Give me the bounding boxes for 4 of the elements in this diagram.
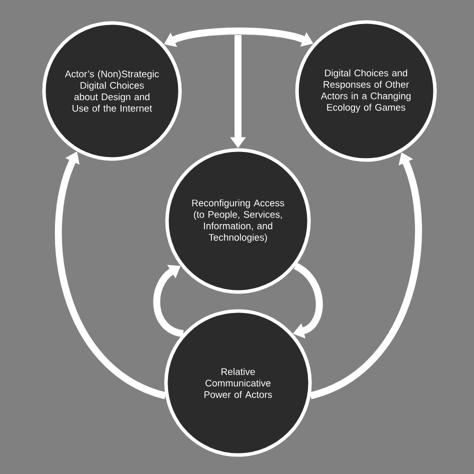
circle-node: Reconfiguring Access (to People, Services, Information, and Technologies) <box>165 148 311 294</box>
circle-node: Actor’s (Non)Strategic Digital Choices about Design and Use of the Internet <box>42 21 182 161</box>
circle-node: Relative Communicative Power of Actors <box>164 309 312 457</box>
circle-node: Digital Choices and Responses of Other Actors in a Changing Ecology of Games <box>295 20 437 162</box>
